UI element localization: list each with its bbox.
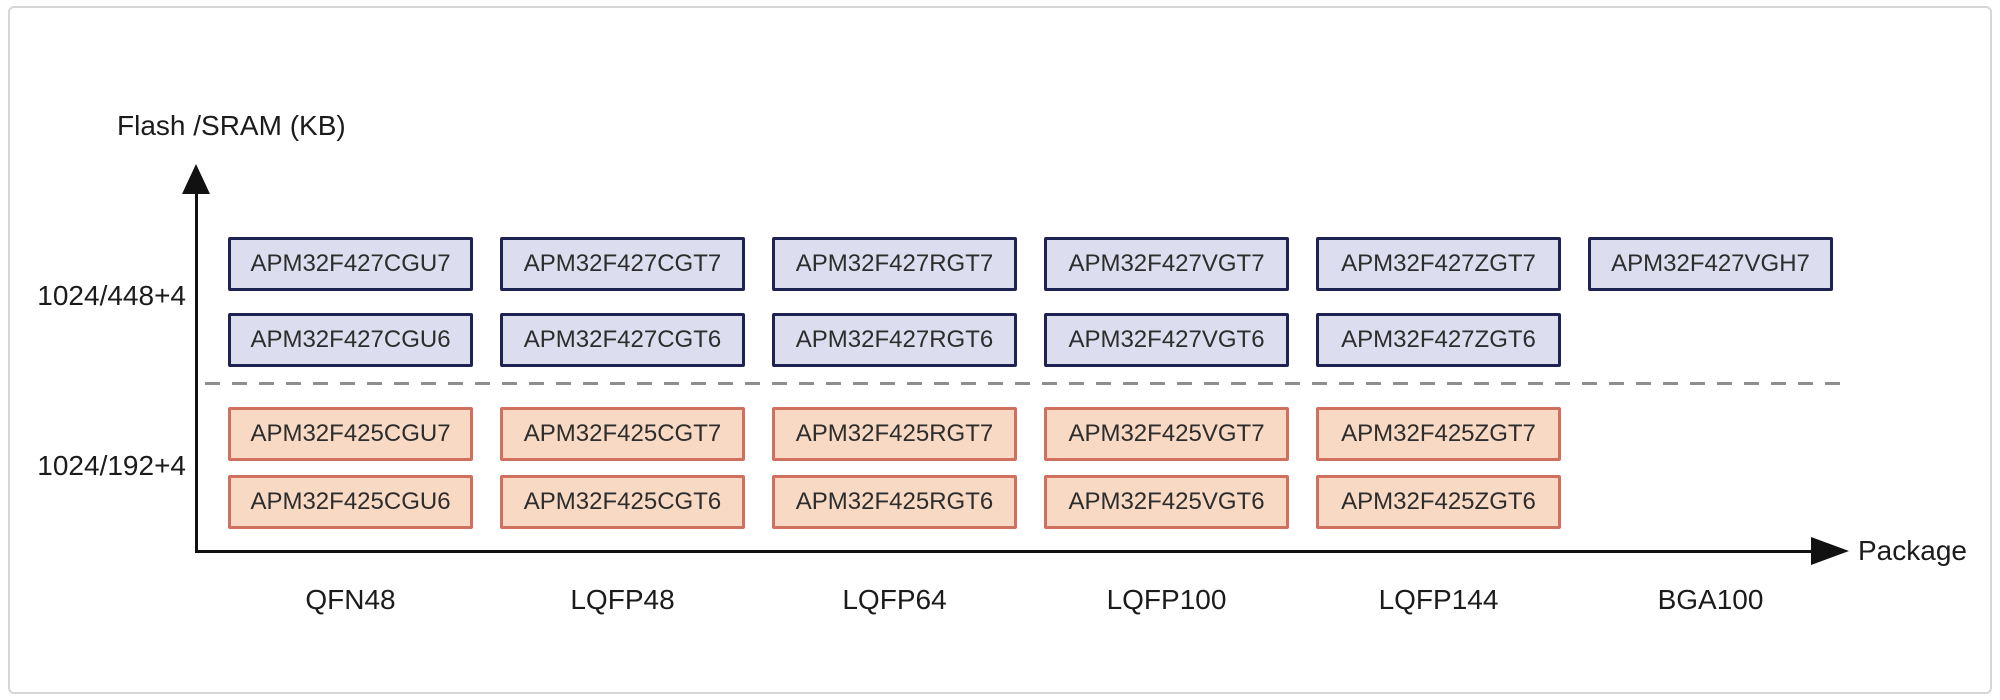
part-box: APM32F427CGU6 bbox=[228, 313, 473, 367]
x-tick-lqfp48: LQFP48 bbox=[570, 584, 675, 615]
part-box: APM32F427VGT7 bbox=[1044, 237, 1289, 291]
y-tick-1024-448: 1024/448+4 bbox=[37, 280, 186, 311]
part-box: APM32F425VGT7 bbox=[1044, 407, 1289, 461]
x-axis-title: Package bbox=[1858, 535, 1967, 566]
part-box: APM32F425RGT7 bbox=[772, 407, 1017, 461]
part-box: APM32F425CGT7 bbox=[500, 407, 745, 461]
part-box: APM32F425ZGT7 bbox=[1316, 407, 1561, 461]
series-divider-dashed-line bbox=[205, 382, 1845, 385]
part-box: APM32F427ZGT7 bbox=[1316, 237, 1561, 291]
y-axis-line bbox=[195, 186, 198, 553]
part-box: APM32F425CGU7 bbox=[228, 407, 473, 461]
x-tick-lqfp100: LQFP100 bbox=[1106, 584, 1227, 615]
x-tick-lqfp64: LQFP64 bbox=[842, 584, 947, 615]
part-box: APM32F427CGT7 bbox=[500, 237, 745, 291]
part-box: APM32F425VGT6 bbox=[1044, 475, 1289, 529]
part-box: APM32F425CGT6 bbox=[500, 475, 745, 529]
part-box: APM32F427CGT6 bbox=[500, 313, 745, 367]
part-box: APM32F427ZGT6 bbox=[1316, 313, 1561, 367]
x-tick-qfn48: QFN48 bbox=[305, 584, 396, 615]
y-axis-title: Flash /SRAM (KB) bbox=[117, 110, 346, 141]
part-box: APM32F425RGT6 bbox=[772, 475, 1017, 529]
x-axis-arrowhead-icon bbox=[1811, 537, 1849, 565]
part-box: APM32F427VGH7 bbox=[1588, 237, 1833, 291]
part-box: APM32F427CGU7 bbox=[228, 237, 473, 291]
x-tick-bga100: BGA100 bbox=[1657, 584, 1764, 615]
part-box: APM32F425ZGT6 bbox=[1316, 475, 1561, 529]
y-tick-1024-192: 1024/192+4 bbox=[37, 450, 186, 481]
part-box: APM32F427VGT6 bbox=[1044, 313, 1289, 367]
part-box: APM32F425CGU6 bbox=[228, 475, 473, 529]
x-tick-lqfp144: LQFP144 bbox=[1378, 584, 1499, 615]
part-box: APM32F427RGT7 bbox=[772, 237, 1017, 291]
x-axis-line bbox=[196, 550, 1812, 553]
part-box: APM32F427RGT6 bbox=[772, 313, 1017, 367]
